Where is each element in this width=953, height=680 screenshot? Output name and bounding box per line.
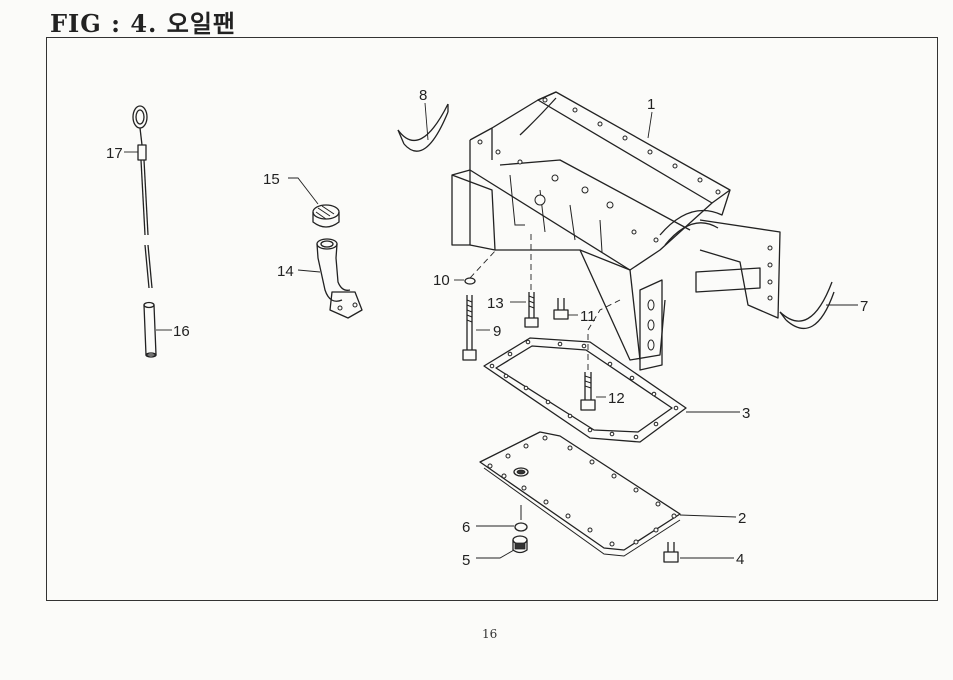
callout-9: 9: [493, 323, 501, 340]
callout-11: 11: [580, 308, 596, 325]
callout-12: 12: [608, 390, 625, 407]
part-5-drain-plug[interactable]: 5: [462, 535, 528, 569]
callout-15: 15: [263, 171, 280, 188]
part-15-oil-filler-cap[interactable]: 15: [263, 171, 340, 228]
part-8-bearing-shell[interactable]: 8: [397, 87, 449, 152]
callout-5: 5: [462, 552, 470, 569]
part-14-oil-filler-pipe[interactable]: 14: [277, 238, 363, 319]
part-13-bolt[interactable]: 13: [487, 230, 539, 328]
callout-10: 10: [433, 272, 450, 289]
part-2-cover-plate[interactable]: 2: [479, 431, 746, 557]
part-11-plug[interactable]: 11: [553, 298, 596, 325]
part-1-oil-pan-body[interactable]: 1: [451, 91, 781, 371]
callout-16: 16: [173, 323, 190, 340]
callout-3: 3: [742, 405, 750, 422]
part-17-dipstick[interactable]: 17: [106, 105, 153, 289]
callout-1: 1: [647, 96, 655, 113]
callout-7: 7: [860, 298, 868, 315]
callout-6: 6: [462, 519, 470, 536]
part-4-bolt[interactable]: 4: [663, 542, 744, 568]
callout-14: 14: [277, 263, 294, 280]
figure-title: FIG : 4. 오일팬: [50, 9, 236, 38]
part-10-washer[interactable]: 10: [433, 249, 497, 289]
callout-13: 13: [487, 295, 504, 312]
callout-2: 2: [738, 510, 746, 527]
callout-17: 17: [106, 145, 123, 162]
part-3-gasket[interactable]: 3: [483, 337, 750, 443]
part-9-bolt[interactable]: 9: [462, 295, 501, 361]
part-12-bolt[interactable]: 12: [580, 299, 625, 411]
part-6-o-ring[interactable]: 6: [462, 505, 528, 536]
diagram-frame: [46, 37, 938, 601]
callout-4: 4: [736, 551, 744, 568]
callout-8: 8: [419, 87, 427, 104]
part-16-dipstick-guide-tube[interactable]: 16: [143, 301, 190, 358]
page-number: 16: [482, 627, 498, 641]
part-7-bearing-shell[interactable]: 7: [779, 281, 868, 330]
